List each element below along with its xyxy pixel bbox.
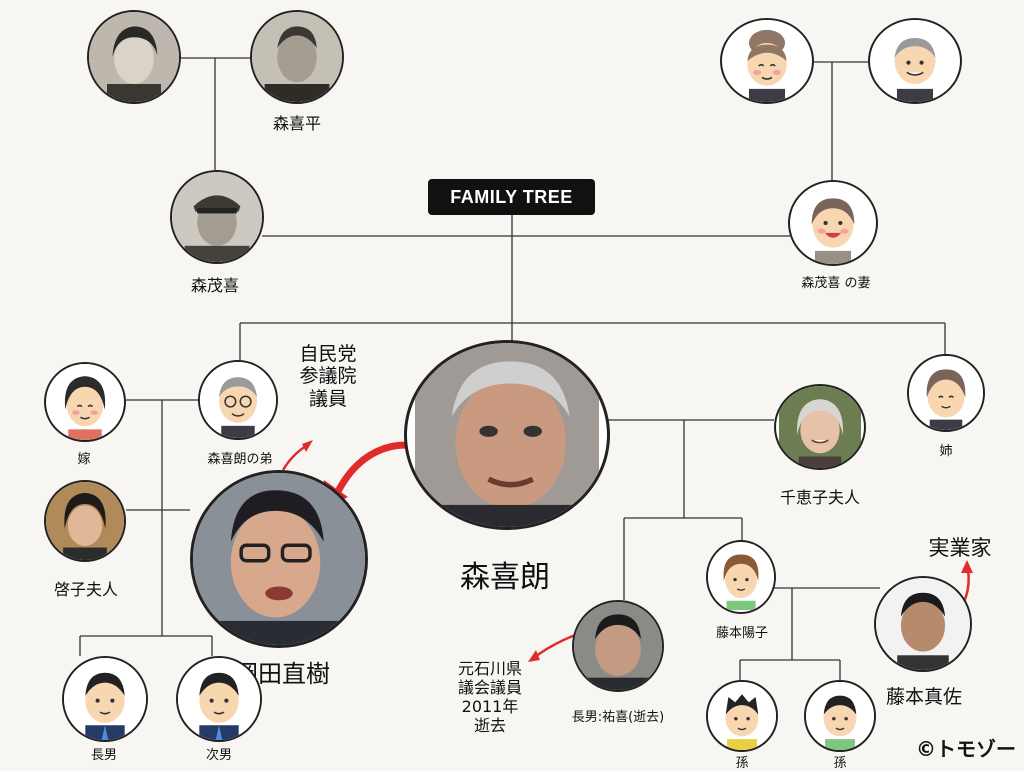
assembly-annotation: 元石川県 議会議員 2011年 逝去	[457, 659, 523, 735]
mori-kihei-photo	[250, 10, 344, 104]
brother-illustration	[198, 360, 278, 440]
ldp-annotation: 自民党 参議院 議員	[299, 343, 357, 410]
yuki-label: 長男:祐喜(逝去)	[571, 710, 665, 725]
mori-shigeki-wife-label: 森茂喜 の妻	[801, 276, 871, 291]
family-tree-badge: FAMILY TREE	[428, 179, 595, 215]
grandchild-1-label: 孫	[735, 756, 749, 771]
keiko-photo	[44, 480, 126, 562]
copyright-text: ©トモゾー	[916, 737, 1016, 761]
grandfather-right-illustration	[868, 18, 962, 104]
daughter-in-law-illustration	[44, 362, 126, 442]
eldest-son-illustration	[62, 656, 148, 742]
grandchild-2-label: 孫	[833, 756, 847, 771]
mori-kihei-label: 森喜平	[272, 114, 322, 133]
grandmother-right-illustration	[720, 18, 814, 104]
fujimoto-yoko-illustration	[706, 540, 776, 614]
chieko-label: 千恵子夫人	[779, 488, 861, 507]
mori-shigeki-photo	[170, 170, 264, 264]
grandchild-1-illustration	[706, 680, 778, 752]
sister-label: 姉	[939, 444, 953, 459]
fujimoto-yoko-label: 藤本陽子	[715, 626, 769, 641]
grandchild-2-illustration	[804, 680, 876, 752]
yuki-photo	[572, 600, 664, 692]
daughter-in-law-label: 嫁	[77, 452, 91, 467]
sister-illustration	[907, 354, 985, 432]
business-annotation: 実業家	[928, 536, 992, 560]
mori-yoshiro-label: 森喜朗	[460, 560, 550, 595]
eldest-son-label: 長男	[90, 748, 118, 763]
second-son-label: 次男	[205, 748, 233, 763]
grandmother-left-photo	[87, 10, 181, 104]
mori-shigeki-label: 森茂喜	[190, 276, 240, 295]
brother-label: 森喜朗の弟	[207, 452, 273, 467]
okada-naoki-photo	[190, 470, 368, 648]
fujimoto-masasuke-label: 藤本真佐	[885, 686, 963, 708]
chieko-photo	[774, 384, 866, 470]
second-son-illustration	[176, 656, 262, 742]
fujimoto-masasuke-photo	[874, 576, 972, 672]
keiko-label: 啓子夫人	[53, 580, 119, 599]
mori-yoshiro-photo	[404, 340, 610, 530]
mori-shigeki-wife-illustration	[788, 180, 878, 266]
